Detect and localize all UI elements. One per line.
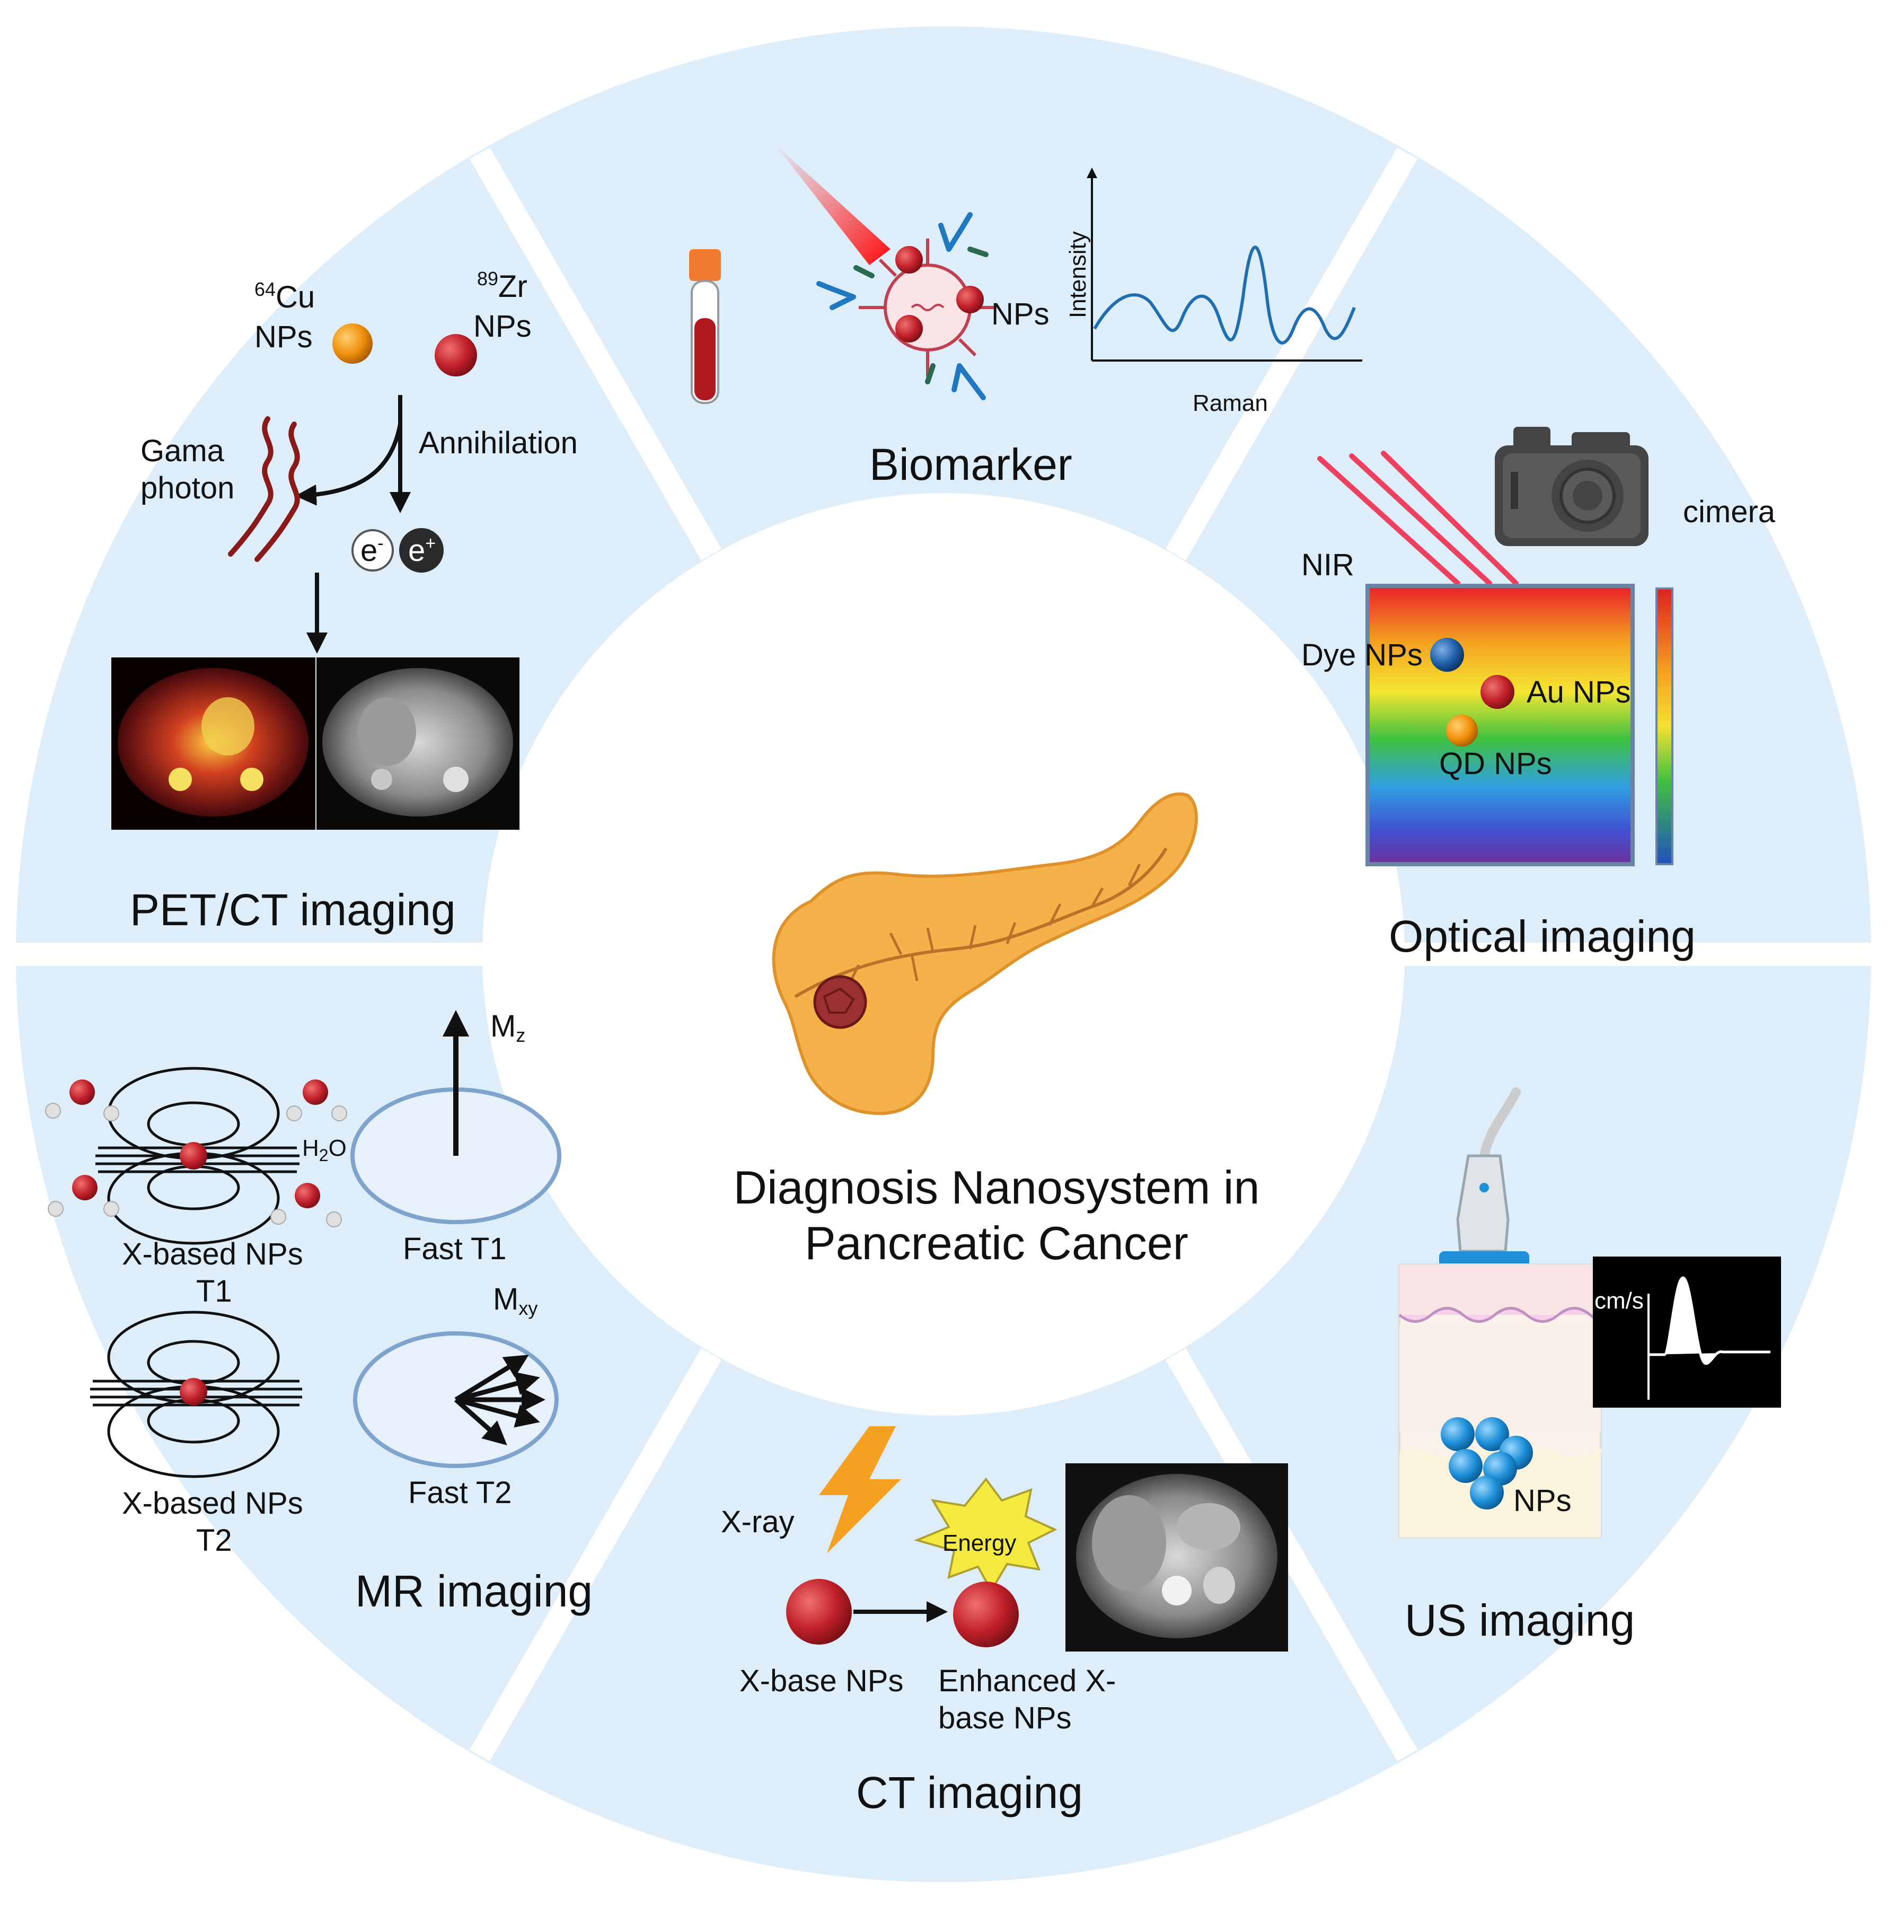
us-title: US imaging [1405,1595,1635,1645]
optical-imaging-segment: cimera NIR Dye NPs Au NPs QD NPs Optical… [1301,427,1776,961]
optical-title: Optical imaging [1389,911,1696,961]
ct-imaging-segment: X-ray Energy X-base NPs Enhanced X- base… [721,1426,1288,1817]
xbase-label: X-base NPs [739,1664,903,1698]
mr-title: MR imaging [355,1566,593,1616]
xbase-np [786,1579,852,1645]
camera-icon [1495,427,1649,546]
electron-particle [351,529,394,572]
nir-beams-icon [1317,451,1519,586]
au-np [1480,675,1514,709]
gama-label-line2: photon [140,471,234,505]
pet-ct-imaging-segment: 64Cu NPs 89Zr NPs Annihilation Gama phot… [111,268,578,935]
biomarker-title: Biomarker [869,440,1072,489]
t1-np [180,1142,207,1170]
fast-t2-label: Fast T2 [408,1476,512,1510]
t2-label-line1: X-based NPs [122,1486,303,1521]
ct-title: CT imaging [856,1768,1083,1817]
qd-np [1446,715,1478,747]
center-panel: Diagnosis Nanosystem in Pancreatic Cance… [734,792,1260,1269]
qd-nps-label: QD NPs [1439,747,1552,781]
dye-nps-label: Dye NPs [1301,638,1423,672]
center-title-line1: Diagnosis Nanosystem in [734,1161,1260,1214]
cu-label: 64Cu [254,278,315,314]
pancreas-illustration [772,792,1198,1116]
gama-label-line1: Gama [140,434,225,468]
rainbow-tissue-block [1365,584,1635,866]
pet-title: PET/CT imaging [130,885,456,935]
dye-np [1430,638,1464,672]
fast-t1-label: Fast T1 [403,1232,507,1266]
positron-particle [399,528,444,573]
plot-xlabel: Raman [1193,390,1268,416]
center-title-line2: Pancreatic Cancer [805,1217,1188,1269]
electron-label: e- [360,533,384,568]
blood-tube-icon [689,249,721,404]
enhanced-label-line1: Enhanced X- [938,1664,1116,1698]
au-nps-label: Au NPs [1527,675,1631,709]
ct-mri-scan-image [316,657,519,830]
annihilation-label: Annihilation [419,426,578,460]
lightning-icon [819,1426,901,1553]
ct-scan-image [1065,1463,1288,1652]
enhanced-np [953,1582,1019,1647]
positron-label: e+ [408,533,436,568]
biomarker-segment: NPs Intensity Raman Biomarker [689,143,1362,489]
antibody-nanoparticle-icon [816,212,997,400]
nir-label: NIR [1301,548,1354,582]
t2-label-line2: T2 [196,1523,232,1558]
cu-nps-label: NPs [254,320,313,354]
zr-np [435,334,477,376]
mxy-label: Mxy [493,1282,537,1319]
water-molecule-icon [45,1079,347,1227]
tumor-mass [813,975,867,1029]
laser-beam-icon [774,143,891,265]
h2o-label: H2O [302,1135,347,1165]
energy-label: Energy [942,1530,1016,1556]
doppler-waveform-panel: cm/s [1593,1257,1781,1408]
enhanced-label-line2: base NPs [938,1701,1071,1735]
gamma-wave-icon [228,416,300,562]
xray-label: X-ray [721,1505,795,1539]
biomarker-nps-label: NPs [991,297,1050,331]
color-scale-bar [1655,587,1673,865]
mz-label: Mz [490,1009,525,1046]
t1-label-line1: X-based NPs [122,1237,303,1271]
us-imaging-segment: cm/s NPs US imaging [1398,1087,1781,1645]
doppler-unit-label: cm/s [1594,1288,1644,1314]
zr-label: 89Zr [477,268,527,304]
microbubble-nps-cluster [1441,1417,1533,1509]
t1-label-line2: T1 [196,1274,232,1309]
raman-spectrum-plot: Intensity Raman [1065,168,1362,416]
us-nps-label: NPs [1513,1483,1572,1518]
plot-ylabel: Intensity [1065,231,1091,318]
cu-np [332,323,373,364]
t2-np [180,1378,207,1406]
mr-imaging-segment: H2O X-based NPs T1 Mz Fast T1 X-based NP… [45,1009,593,1616]
camera-label: cimera [1683,495,1776,529]
zr-nps-label: NPs [473,309,532,344]
pet-scan-image [111,657,315,830]
